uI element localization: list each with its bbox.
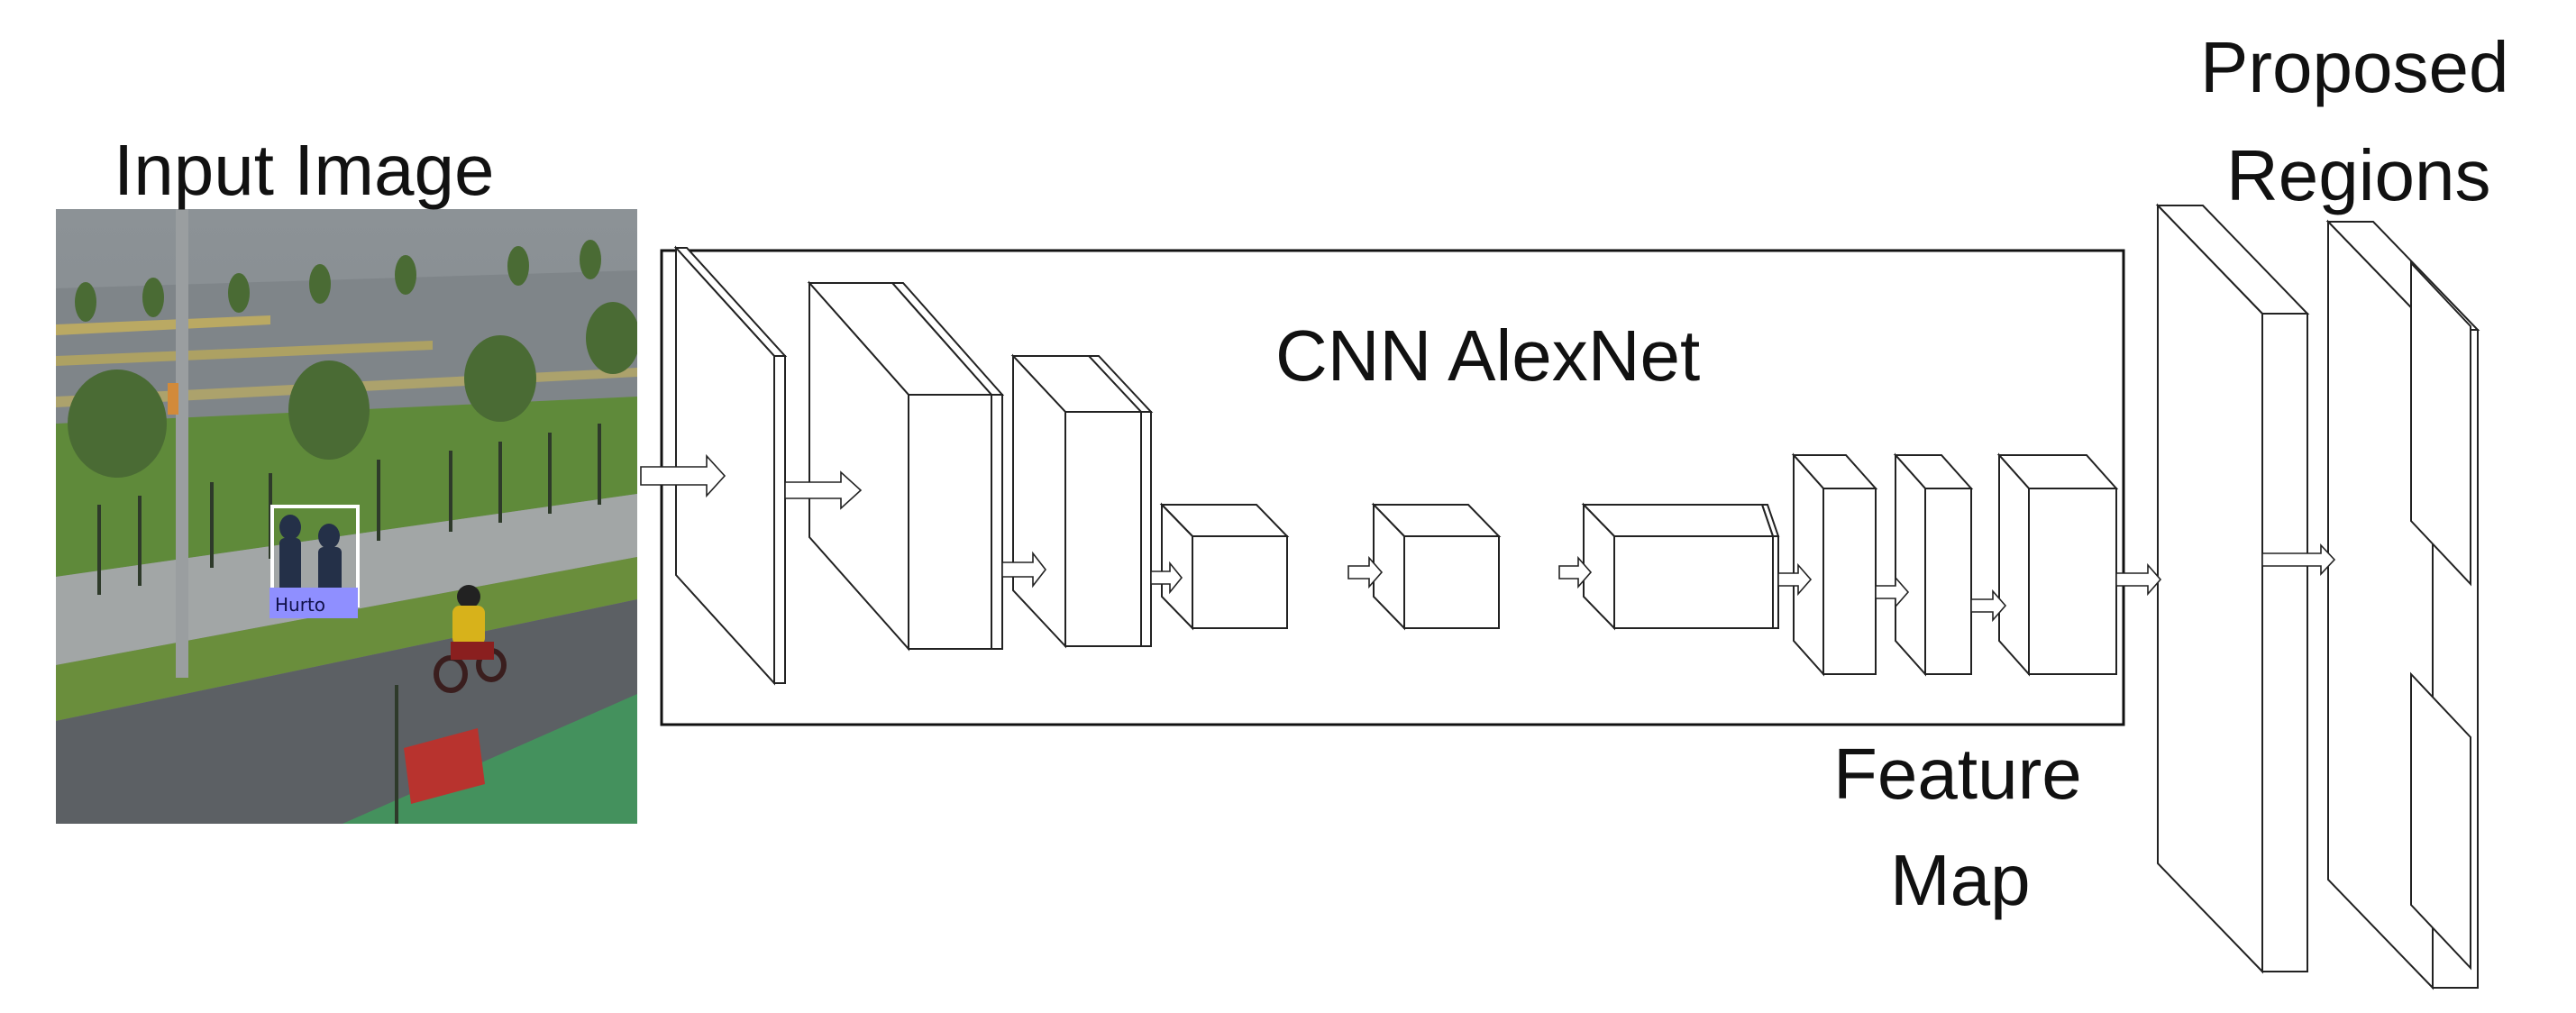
fc-layer-7 [1791, 452, 1878, 677]
feature-map-label-line1: Feature [1833, 734, 2082, 814]
proposed-region-box-1 [2410, 260, 2471, 587]
arrow-l5-l6 [1558, 555, 1593, 589]
input-image-label: Input Image [114, 130, 495, 210]
arrow-l1-l2 [784, 470, 863, 510]
conv-layer-2 [807, 280, 1005, 652]
arrow-l4-l5 [1347, 555, 1384, 589]
cnn-frame [660, 249, 2125, 726]
arrow-input-to-cnn [640, 453, 726, 498]
conv-layer-3 [1010, 353, 1154, 649]
conv-layer-5 [1371, 502, 1502, 631]
proposed-regions-label-line1: Proposed [2200, 27, 2508, 107]
proposed-regions-label-line2: Regions [2226, 135, 2491, 215]
arrow-rpn-to-regions [2261, 543, 2336, 577]
proposed-region-box-2 [2410, 671, 2471, 971]
conv-layer-1 [673, 245, 788, 686]
cnn-label: CNN AlexNet [1275, 315, 1700, 396]
feature-map-label-line2: Map [1890, 840, 2031, 920]
conv-layer-6 [1581, 502, 1780, 631]
detection-label-bg [269, 588, 358, 618]
arrow-l8-l9 [1970, 589, 2007, 623]
fc-layer-8 [1893, 452, 1974, 677]
arrow-l3-l4 [1150, 561, 1183, 595]
detection-label: Hurto [275, 594, 325, 616]
arrow-l7-l8 [1875, 575, 1910, 609]
arrow-feature-to-rpn [2115, 562, 2162, 597]
conv-layer-4 [1159, 502, 1290, 631]
proposed-regions-slab [2325, 219, 2480, 990]
arrow-l2-l3 [1001, 551, 1047, 589]
input-photo: Hurto [56, 209, 637, 824]
feature-map-block [1996, 452, 2119, 677]
rpn-slab [2155, 203, 2310, 974]
arrow-l6-l7 [1777, 562, 1813, 597]
arrows [640, 453, 2336, 623]
